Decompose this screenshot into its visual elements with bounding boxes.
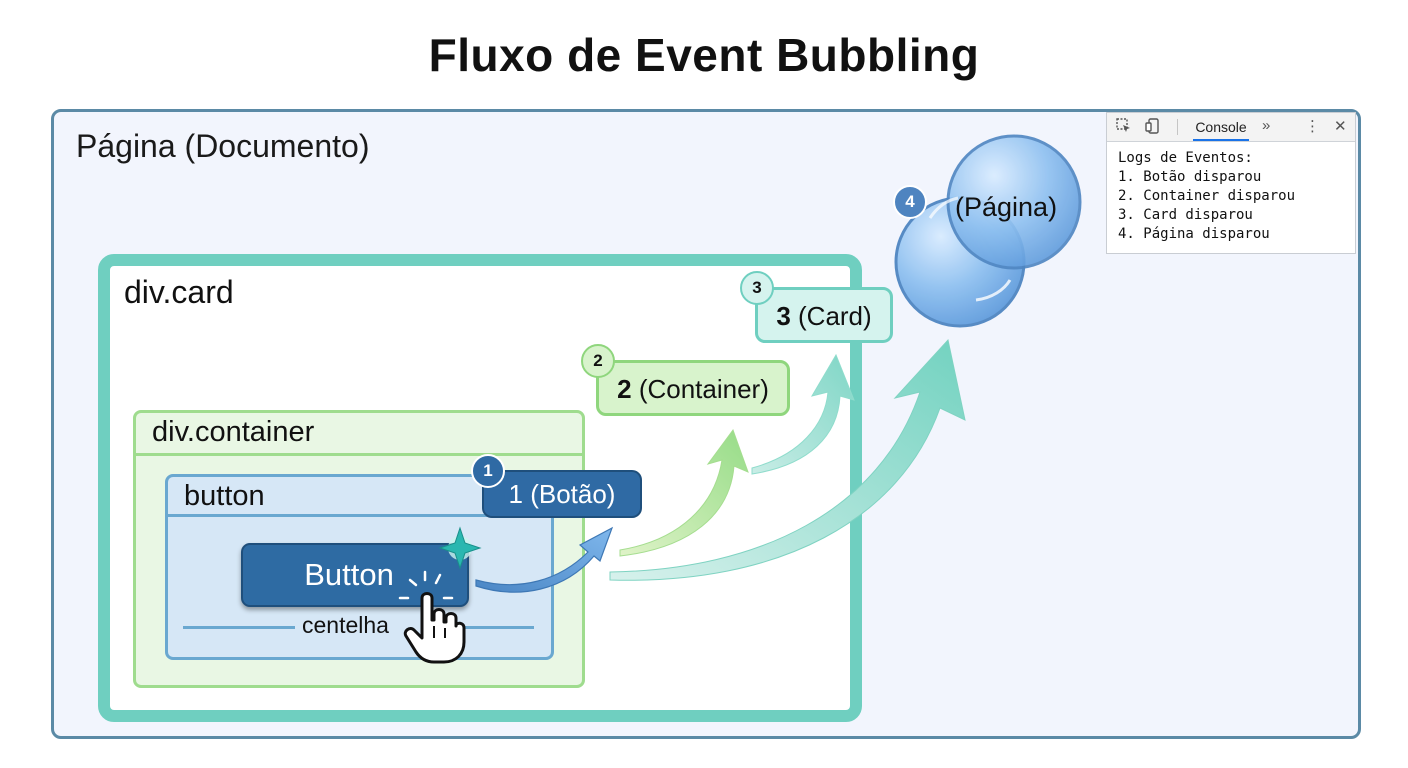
- page-document-label: Página (Documento): [76, 128, 370, 164]
- console-log-title: Logs de Eventos:: [1118, 150, 1253, 166]
- step-1-badge: 1: [471, 454, 505, 488]
- step-3-number: 3: [776, 301, 791, 331]
- bubble-arrow-button: [475, 526, 614, 593]
- spark-burst-icon: [438, 526, 482, 570]
- console-log-line: 2. Container disparou: [1118, 188, 1296, 204]
- close-icon[interactable]: ✕: [1334, 118, 1347, 135]
- hand-cursor-icon: [403, 592, 466, 664]
- devtools-toolbar: Console » ⋮ ✕: [1107, 113, 1355, 142]
- spark-line-right: [458, 626, 534, 629]
- bubble-arrow-card: [751, 353, 855, 475]
- container-header-divider: [133, 453, 585, 456]
- device-toolbar-icon[interactable]: [1145, 118, 1161, 139]
- devtools-console-panel: Console » ⋮ ✕ Logs de Eventos: 1. Botão d…: [1106, 112, 1356, 254]
- container-label: div.container: [152, 416, 315, 448]
- menu-dots-icon[interactable]: ⋮: [1305, 118, 1320, 135]
- step-3-text: (Card): [790, 301, 872, 331]
- step-2-number: 2: [617, 374, 632, 404]
- step-2-container-pill: 2 (Container): [596, 360, 790, 416]
- inspect-element-icon[interactable]: [1116, 118, 1132, 139]
- step-4-page-label: (Página): [955, 192, 1058, 222]
- card-label: div.card: [124, 274, 234, 310]
- console-log-output: Logs de Eventos: 1. Botão disparou 2. Cont…: [1118, 149, 1295, 244]
- button-element-label: button: [184, 480, 265, 512]
- console-log-line: 3. Card disparou: [1118, 207, 1253, 223]
- button-header-divider: [165, 514, 554, 517]
- spark-label: centelha: [302, 612, 389, 638]
- step-1-number: 1: [508, 479, 523, 509]
- step-3-badge: 3: [740, 271, 774, 305]
- diagram-title: Fluxo de Event Bubbling: [428, 29, 980, 81]
- step-2-text: (Container): [631, 374, 769, 404]
- console-log-line: 1. Botão disparou: [1118, 169, 1262, 185]
- bubble-arrow-page: [609, 338, 966, 581]
- step-1-button-pill: 1 (Botão): [482, 470, 642, 518]
- bubble-arrow-container: [619, 428, 749, 557]
- more-tabs-icon[interactable]: »: [1262, 117, 1271, 134]
- clicked-button-label: Button: [304, 557, 394, 592]
- step-4-badge: 4: [893, 185, 927, 219]
- click-ticks: [398, 570, 454, 600]
- step-3-card-pill: 3 (Card): [755, 287, 893, 343]
- step-1-text: (Botão): [522, 479, 616, 509]
- console-log-line: 4. Página disparou: [1118, 226, 1270, 242]
- toolbar-separator: [1177, 119, 1178, 135]
- step-2-badge: 2: [581, 344, 615, 378]
- tab-console[interactable]: Console: [1193, 113, 1249, 141]
- spark-line-left: [183, 626, 295, 629]
